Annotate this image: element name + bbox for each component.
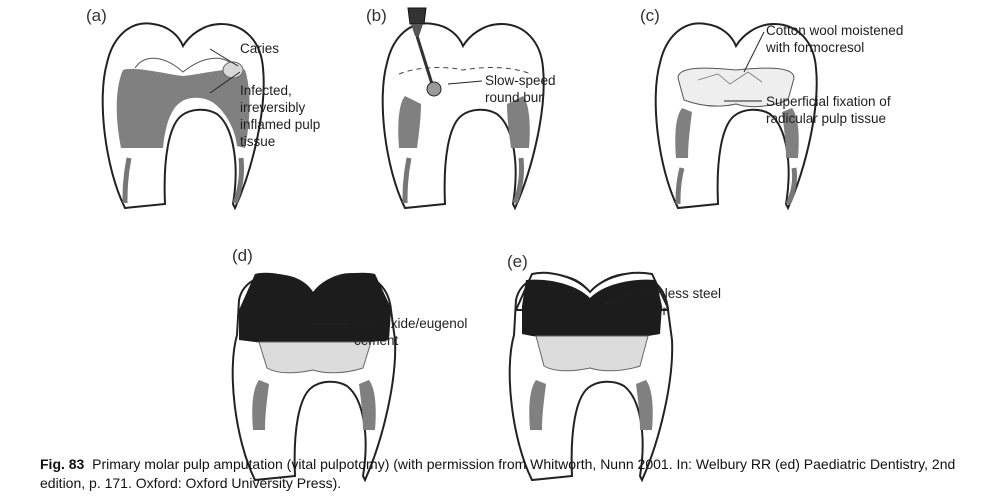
round-bur-head <box>426 81 442 97</box>
tooth-b <box>381 22 545 209</box>
leader-crown <box>604 293 631 305</box>
label-zinc-oxide: Zinc oxide/eugenol cement <box>354 316 468 348</box>
panel-label-d: (d) <box>232 246 253 265</box>
leader-infected <box>209 71 241 94</box>
tooth-c <box>654 22 818 209</box>
leader-bur <box>447 80 483 85</box>
panel-label-c: (c) <box>640 6 660 25</box>
zinc-oxide-cement <box>258 341 372 374</box>
tooth-d <box>231 272 397 483</box>
figure-caption: Fig. 83 Primary molar pulp amputation (v… <box>40 455 970 493</box>
panel-label-b: (b) <box>366 6 387 25</box>
label-infected-pulp: Infected, irreversibly inflamed pulp tis… <box>240 83 321 149</box>
bur-handpiece <box>407 7 442 97</box>
panel-label-a: (a) <box>86 6 107 25</box>
label-slow-speed-bur: Slow-speed round bur <box>485 73 556 105</box>
panel-label-e: (e) <box>507 252 528 271</box>
label-caries: Caries <box>240 41 280 56</box>
leader-caries <box>209 48 239 67</box>
caption-text: Primary molar pulp amputation (vital pul… <box>40 456 956 491</box>
restoration-d <box>239 272 391 310</box>
tooth-e <box>508 271 674 483</box>
label-fixation: Superficial fixation of radicular pulp t… <box>766 94 891 126</box>
leader-cotton <box>743 31 765 73</box>
label-steel-crown: Stainless steel crown <box>634 286 722 318</box>
figure-number: Fig. 83 <box>40 456 85 472</box>
bur-shaft <box>415 35 434 85</box>
label-cotton-wool: Cotton wool moistened with formocresol <box>766 23 904 55</box>
caries-lesion <box>222 61 244 79</box>
